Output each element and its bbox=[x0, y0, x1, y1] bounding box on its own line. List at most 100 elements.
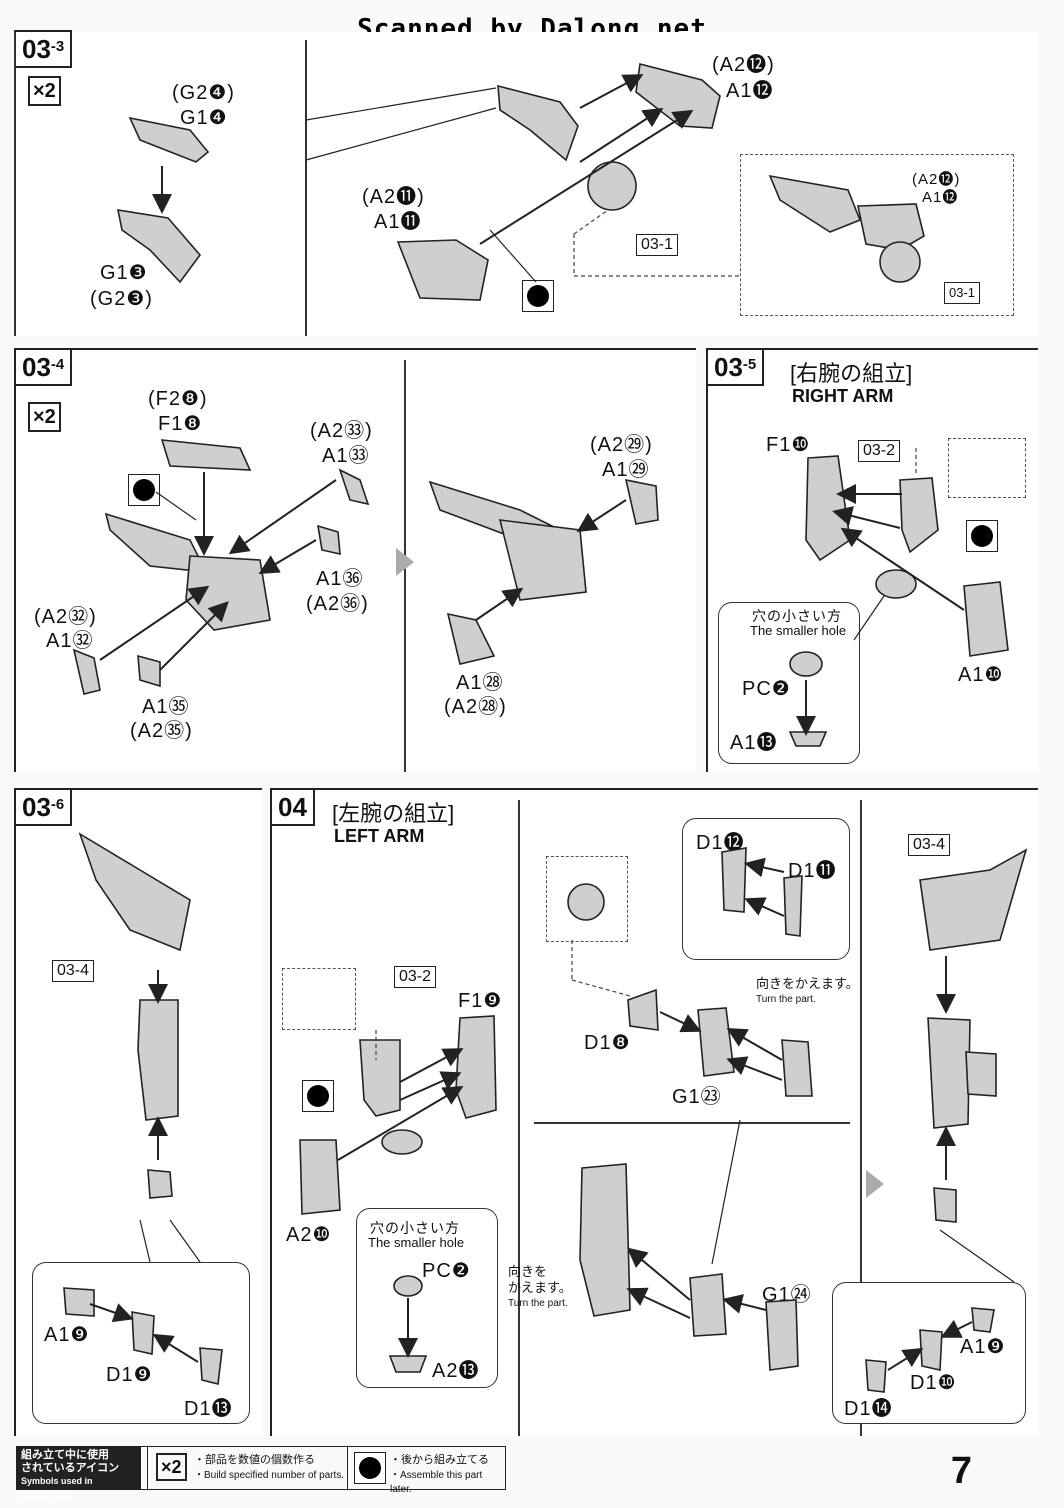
part-label: (A2㉙) bbox=[590, 434, 653, 456]
part-label: F1❾ bbox=[458, 990, 503, 1012]
part-label: G1❹ bbox=[180, 107, 228, 129]
part-label: A1㉙ bbox=[602, 459, 650, 481]
part-label: (A2⓬) bbox=[712, 54, 775, 76]
part-label: (A2㉟) bbox=[130, 720, 193, 742]
part-shape bbox=[338, 468, 370, 506]
turn-note: 向きをかえます。Turn the part. bbox=[508, 1264, 572, 1312]
part-shape bbox=[865, 1359, 887, 1393]
part-shape bbox=[316, 524, 341, 556]
part-label: D1⓬ bbox=[696, 832, 745, 854]
part-shape bbox=[72, 648, 101, 695]
part-shape bbox=[789, 651, 823, 677]
detail-inset bbox=[282, 968, 356, 1030]
assemble-later-icon bbox=[354, 1452, 386, 1484]
part-label: D1⓮ bbox=[844, 1398, 893, 1420]
part-label: D1❽ bbox=[584, 1032, 631, 1054]
part-shape bbox=[137, 999, 179, 1121]
part-label: A1❾ bbox=[960, 1336, 1006, 1358]
part-shape bbox=[624, 478, 659, 525]
part-shape bbox=[128, 116, 210, 163]
part-shape bbox=[875, 569, 917, 599]
part-label: A1⓬ bbox=[726, 80, 774, 102]
part-shape bbox=[455, 1015, 497, 1119]
part-shape bbox=[933, 1187, 957, 1223]
part-shape bbox=[63, 1287, 95, 1317]
legend-heading: 組み立て中に使用 されているアイコン Symbols used in instr… bbox=[17, 1447, 141, 1499]
part-label: A1❾ bbox=[44, 1324, 90, 1346]
part-shape bbox=[498, 519, 587, 601]
part-shape bbox=[567, 883, 605, 921]
part-label: F1❽ bbox=[158, 413, 203, 435]
legend-item-multiplier: ×2 ・部品を数値の個数作る ・Build specified number o… bbox=[147, 1447, 348, 1489]
step-main: 03 bbox=[714, 352, 743, 382]
part-label: A1㊱ bbox=[316, 568, 364, 590]
legend-heading-jp: 組み立て中に使用 bbox=[21, 1449, 109, 1461]
legend-text-jp: ・後から組み立てる bbox=[390, 1454, 489, 1466]
part-shape bbox=[388, 1355, 428, 1373]
part-label: G1❸ bbox=[100, 262, 148, 284]
part-shape bbox=[497, 84, 579, 162]
part-shape bbox=[396, 239, 489, 301]
part-shape bbox=[104, 512, 208, 573]
next-arrow-icon bbox=[866, 1170, 884, 1198]
turn-note: 向きをかえます。Turn the part. bbox=[756, 976, 859, 1008]
step-number: 03-3 bbox=[14, 30, 73, 68]
step-main: 04 bbox=[278, 792, 307, 822]
part-shape bbox=[185, 555, 271, 631]
smaller-hole-callout bbox=[356, 1208, 498, 1388]
assemble-later-icon bbox=[966, 520, 998, 552]
multiplier-x2-icon: ×2 bbox=[28, 402, 61, 432]
part-label: F1❿ bbox=[766, 434, 811, 456]
panel-edge bbox=[14, 32, 16, 336]
part-label: PC❷ bbox=[742, 678, 791, 700]
part-shape bbox=[788, 731, 828, 747]
part-label: A1㉜ bbox=[46, 630, 94, 652]
callout-en: The smaller hole bbox=[368, 1235, 465, 1250]
part-shape bbox=[697, 1007, 735, 1077]
part-shape bbox=[393, 1275, 423, 1297]
panel-separator bbox=[534, 1122, 850, 1124]
legend-text-jp: ・部品を数値の個数作る bbox=[194, 1454, 315, 1466]
part-shape bbox=[927, 1017, 971, 1129]
detail-inset bbox=[740, 154, 1014, 316]
step-sub: -4 bbox=[50, 356, 65, 373]
step-title-en: LEFT ARM bbox=[334, 826, 425, 846]
part-label: (A2㊱) bbox=[306, 593, 369, 615]
step-title-jp: [左腕の組立] bbox=[332, 801, 455, 826]
part-label: A1⓭ bbox=[730, 732, 778, 754]
reference-tag: 03-2 bbox=[394, 966, 437, 988]
legend-text-en: ・Assemble this part later. bbox=[390, 1470, 483, 1495]
note-en: Turn the part. bbox=[508, 1298, 568, 1309]
part-label: G1㉔ bbox=[762, 1284, 812, 1306]
smaller-hole-callout bbox=[718, 602, 860, 764]
part-shape bbox=[899, 477, 939, 554]
callout-en: The smaller hole bbox=[750, 623, 847, 638]
part-shape bbox=[137, 654, 161, 688]
part-shape bbox=[116, 209, 202, 284]
part-shape bbox=[768, 174, 862, 233]
part-shape bbox=[965, 1051, 997, 1097]
legend-item-later: ・後から組み立てる ・Assemble this part later. bbox=[347, 1447, 506, 1495]
part-shape bbox=[160, 439, 252, 471]
legend-heading-jp: されているアイコン bbox=[21, 1462, 120, 1474]
page-number: 7 bbox=[950, 1450, 972, 1492]
part-label: A2⓭ bbox=[432, 1360, 480, 1382]
reference-tag: 03-4 bbox=[908, 834, 951, 856]
part-shape bbox=[805, 455, 851, 562]
part-label: (A2⓬) bbox=[912, 171, 961, 188]
part-shape bbox=[446, 612, 496, 665]
step-sub: -3 bbox=[50, 38, 65, 55]
part-shape bbox=[579, 1163, 631, 1317]
part-label: A1⓫ bbox=[374, 211, 422, 233]
part-shape bbox=[627, 988, 659, 1031]
part-shape bbox=[587, 161, 637, 211]
panel-separator bbox=[305, 40, 307, 336]
part-shape bbox=[689, 1273, 727, 1337]
reference-tag: 03-1 bbox=[636, 234, 679, 256]
part-label: D1❿ bbox=[910, 1372, 957, 1394]
part-label: (A2㉜) bbox=[34, 606, 97, 628]
part-label: A1㉝ bbox=[322, 445, 370, 467]
part-label: (G2❹) bbox=[172, 82, 235, 104]
next-arrow-icon bbox=[396, 548, 414, 576]
